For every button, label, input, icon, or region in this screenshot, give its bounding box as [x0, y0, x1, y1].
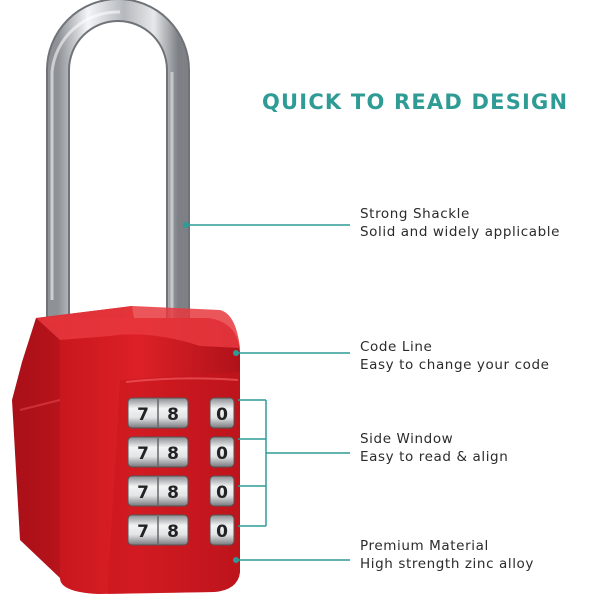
dial-digit: 8 — [167, 405, 179, 425]
dial-digit: 0 — [216, 444, 228, 464]
feature-title: Strong Shackle — [360, 206, 470, 222]
feature-desc: High strength zinc alloy — [360, 555, 535, 572]
feature-side-window: Side Window Easy to read & align — [360, 431, 595, 466]
feature-title: Code Line — [360, 339, 433, 355]
dial-row — [127, 475, 235, 507]
callout-dot — [233, 350, 239, 356]
lock-body — [12, 306, 240, 594]
feature-strong-shackle: Strong Shackle Solid and widely applicab… — [360, 206, 595, 241]
combination-dials: 7 8 0 7 8 0 7 8 0 7 8 0 — [127, 397, 235, 546]
feature-title: Premium Material — [360, 538, 489, 554]
feature-desc: Easy to read & align — [360, 448, 509, 465]
headline: QUICK TO READ DESIGN — [262, 90, 569, 114]
dial-row — [127, 436, 235, 468]
feature-title: Side Window — [360, 431, 454, 447]
callout-lines — [183, 222, 350, 563]
shackle — [46, 0, 190, 335]
dial-digit: 8 — [167, 522, 179, 542]
feature-code-line: Code Line Easy to change your code — [360, 339, 595, 374]
callout-bracket-side-window — [238, 399, 350, 527]
callout-dot — [183, 222, 189, 228]
dial-digit: 8 — [167, 483, 179, 503]
feature-desc: Easy to change your code — [360, 356, 550, 373]
callout-dot — [233, 557, 239, 563]
dial-digit: 0 — [216, 483, 228, 503]
dial-digit: 0 — [216, 405, 228, 425]
dial-digit: 8 — [167, 444, 179, 464]
dial-digit: 7 — [137, 483, 149, 503]
dial-digit: 7 — [137, 444, 149, 464]
dial-digit: 7 — [137, 522, 149, 542]
dial-digit: 0 — [216, 522, 228, 542]
dial-row — [127, 397, 235, 429]
dial-digit: 7 — [137, 405, 149, 425]
feature-premium-material: Premium Material High strength zinc allo… — [360, 538, 595, 573]
dial-row — [127, 514, 235, 546]
feature-desc: Solid and widely applicable — [360, 223, 561, 240]
